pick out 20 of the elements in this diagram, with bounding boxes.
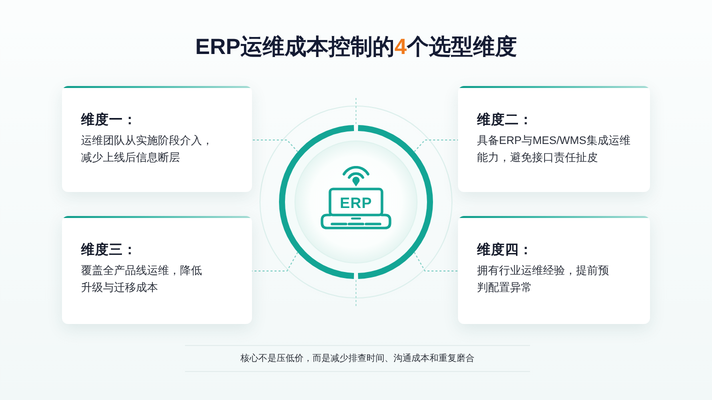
card-text: 具备ERP与MES/WMS集成运维能力，避免接口责任扯皮 [477, 134, 632, 166]
ring-circle [279, 125, 433, 279]
title: ERP运维成本控制的4个选型维度 [195, 33, 517, 61]
connector-line [414, 140, 458, 152]
card-heading: 维度一： [81, 111, 137, 129]
card-text: 拥有行业运维经验，提前预判配置异常 [477, 264, 610, 296]
info-card [62, 216, 252, 324]
card-heading: 维度二： [477, 111, 533, 129]
info-card [458, 216, 650, 324]
info-card [458, 86, 650, 192]
connector-line [252, 140, 298, 152]
icon-label: ERP [340, 196, 372, 212]
info-card [62, 86, 252, 192]
footer-note: 核心不是压低价，而是减少排查时间、沟通成本和重复磨合 [185, 345, 530, 372]
card-heading: 维度三： [81, 241, 137, 259]
card-text: 覆盖全产品线运维，降低升级与迁移成本 [81, 264, 203, 296]
card-text: 运维团队从实施阶段介入，减少上线后信息断层 [81, 134, 214, 166]
connector-line [252, 252, 298, 272]
connector-line [414, 252, 458, 272]
card-heading: 维度四： [477, 241, 533, 259]
